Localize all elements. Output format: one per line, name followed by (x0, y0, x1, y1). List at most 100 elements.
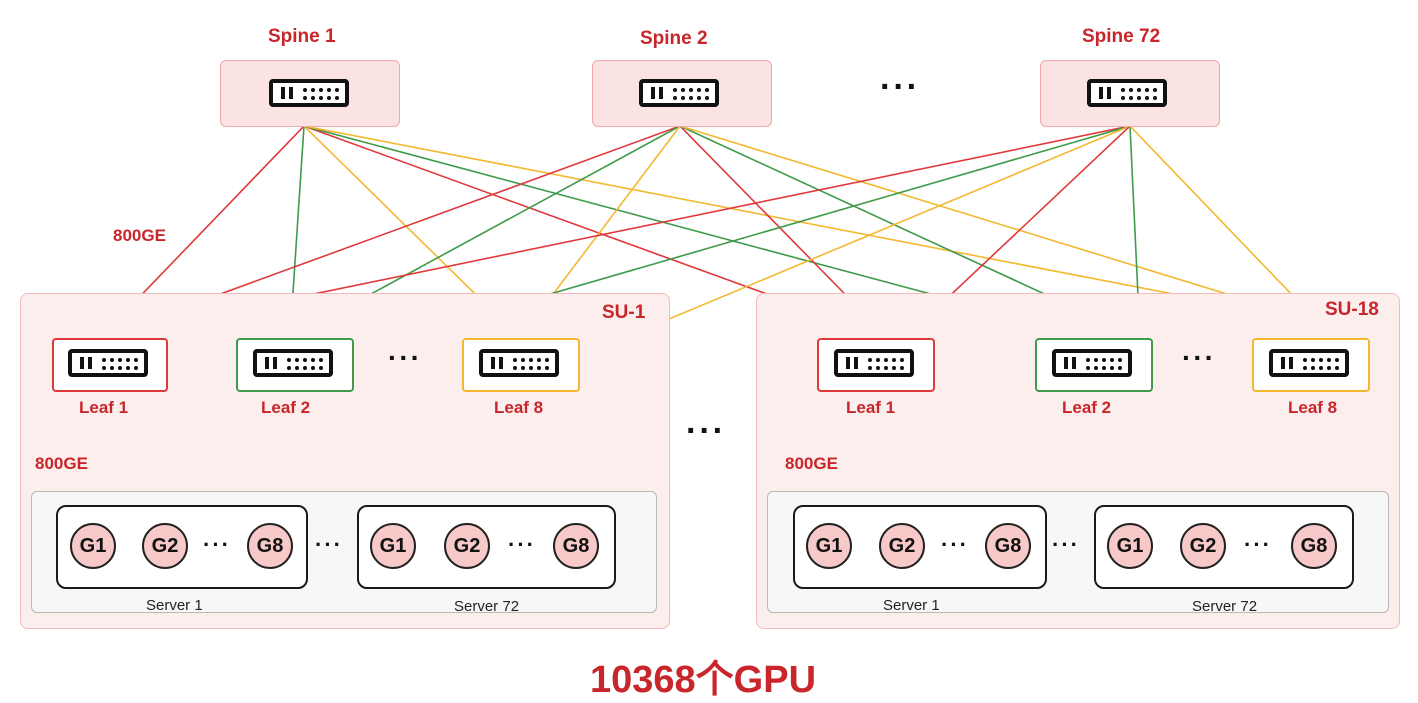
switch-port-dot (1327, 358, 1331, 362)
gpu-su1-s72-g2[interactable]: G2 (444, 523, 490, 569)
gpu-su18-s72-g2[interactable]: G2 (1180, 523, 1226, 569)
spine-leaf-link (1129, 125, 1319, 323)
spine-switch-72[interactable] (1040, 60, 1220, 127)
leaf-switch-su1-8[interactable] (462, 338, 580, 392)
switch-port-dot (545, 358, 549, 362)
spine-leaf-link (679, 125, 1319, 323)
switch-port-dot (311, 366, 315, 370)
switch-port-dot (319, 366, 323, 370)
switch-port-bar (1281, 357, 1285, 369)
switch-port-dot (529, 366, 533, 370)
switch-port-bar (88, 357, 92, 369)
switch-port-dot (102, 366, 106, 370)
switch-port-dot (1137, 96, 1141, 100)
gpu-su18-s1-g1[interactable]: G1 (806, 523, 852, 569)
network-switch-icon (68, 349, 148, 377)
switch-port-dot (1153, 88, 1157, 92)
server-ellipsis-su18: ··· (1052, 532, 1080, 557)
switch-port-bar (1107, 87, 1111, 99)
switch-port-dot (1110, 358, 1114, 362)
switch-port-dot (110, 366, 114, 370)
leaf-switch-su18-2[interactable] (1035, 338, 1153, 392)
su-name-1: SU-1 (602, 302, 646, 323)
gpu-su18-s72-g1[interactable]: G1 (1107, 523, 1153, 569)
switch-port-dot (545, 366, 549, 370)
switch-port-dot (1129, 88, 1133, 92)
switch-port-dot (697, 88, 701, 92)
gpu-su18-s72-g8[interactable]: G8 (1291, 523, 1337, 569)
switch-port-dot (303, 96, 307, 100)
leaf-link-speed-label-su18: 800GE (785, 454, 838, 473)
leaf-switch-su18-8[interactable] (1252, 338, 1370, 392)
switch-port-bar (1064, 357, 1068, 369)
switch-port-dot (1319, 366, 1323, 370)
switch-port-bar (499, 357, 503, 369)
switch-port-dot (884, 366, 888, 370)
switch-port-dot (1153, 96, 1157, 100)
switch-port-dot (1145, 88, 1149, 92)
server-label-su1-1: Server 1 (146, 597, 203, 614)
switch-port-dot (1319, 358, 1323, 362)
leaf-switch-su1-2[interactable] (236, 338, 354, 392)
switch-port-bar (659, 87, 663, 99)
network-switch-icon (834, 349, 914, 377)
switch-port-bar (651, 87, 655, 99)
leaf-label-su18-8: Leaf 8 (1288, 398, 1338, 417)
switch-port-dot (892, 358, 896, 362)
switch-port-dot (311, 358, 315, 362)
server-label-su1-72: Server 72 (454, 598, 520, 615)
switch-port-dot (868, 358, 872, 362)
switch-port-dot (327, 96, 331, 100)
switch-port-dot (868, 366, 872, 370)
leaf-switch-su18-1[interactable] (817, 338, 935, 392)
switch-port-dot (1327, 366, 1331, 370)
spine-switch-2[interactable] (592, 60, 772, 127)
spine-link-speed-label: 800GE (113, 226, 166, 245)
switch-port-dot (319, 88, 323, 92)
switch-port-dot (118, 358, 122, 362)
gpu-su1-s1-g2[interactable]: G2 (142, 523, 188, 569)
leaf-switch-su1-1[interactable] (52, 338, 168, 392)
switch-port-dot (537, 366, 541, 370)
leaf-label-su18-1: Leaf 1 (846, 398, 896, 417)
switch-port-dot (287, 366, 291, 370)
switch-port-dot (327, 88, 331, 92)
gpu-su18-s1-g2[interactable]: G2 (879, 523, 925, 569)
network-switch-icon (639, 79, 719, 107)
server-ellipsis-su1: ··· (315, 532, 343, 557)
server-label-su18-1: Server 1 (883, 597, 940, 614)
switch-port-dot (673, 88, 677, 92)
network-switch-icon (479, 349, 559, 377)
switch-port-dot (311, 88, 315, 92)
switch-port-dot (1137, 88, 1141, 92)
switch-port-dot (697, 96, 701, 100)
switch-port-dot (134, 366, 138, 370)
gpu-su1-s1-g8[interactable]: G8 (247, 523, 293, 569)
gpu-su1-s1-g1[interactable]: G1 (70, 523, 116, 569)
su-ellipsis: ··· (686, 412, 726, 450)
switch-port-dot (673, 96, 677, 100)
switch-port-dot (319, 358, 323, 362)
switch-port-dot (1129, 96, 1133, 100)
switch-port-dot (876, 358, 880, 362)
switch-port-dot (126, 358, 130, 362)
gpu-su1-s72-g8[interactable]: G8 (553, 523, 599, 569)
leaf-link-speed-label-su1: 800GE (35, 454, 88, 473)
switch-port-dot (1145, 96, 1149, 100)
switch-port-dot (295, 358, 299, 362)
switch-port-dot (303, 88, 307, 92)
switch-port-dot (102, 358, 106, 362)
switch-port-dot (287, 358, 291, 362)
switch-port-dot (689, 88, 693, 92)
server-label-su18-72: Server 72 (1192, 598, 1258, 615)
switch-port-bar (846, 357, 850, 369)
switch-port-dot (1094, 366, 1098, 370)
switch-port-dot (681, 88, 685, 92)
gpu-su1-s72-g1[interactable]: G1 (370, 523, 416, 569)
gpu-su18-s1-g8[interactable]: G8 (985, 523, 1031, 569)
switch-port-bar (265, 357, 269, 369)
switch-port-dot (1311, 366, 1315, 370)
spine-leaf-link (303, 125, 1319, 323)
spine-label-72: Spine 72 (1082, 26, 1161, 47)
spine-switch-1[interactable] (220, 60, 400, 127)
